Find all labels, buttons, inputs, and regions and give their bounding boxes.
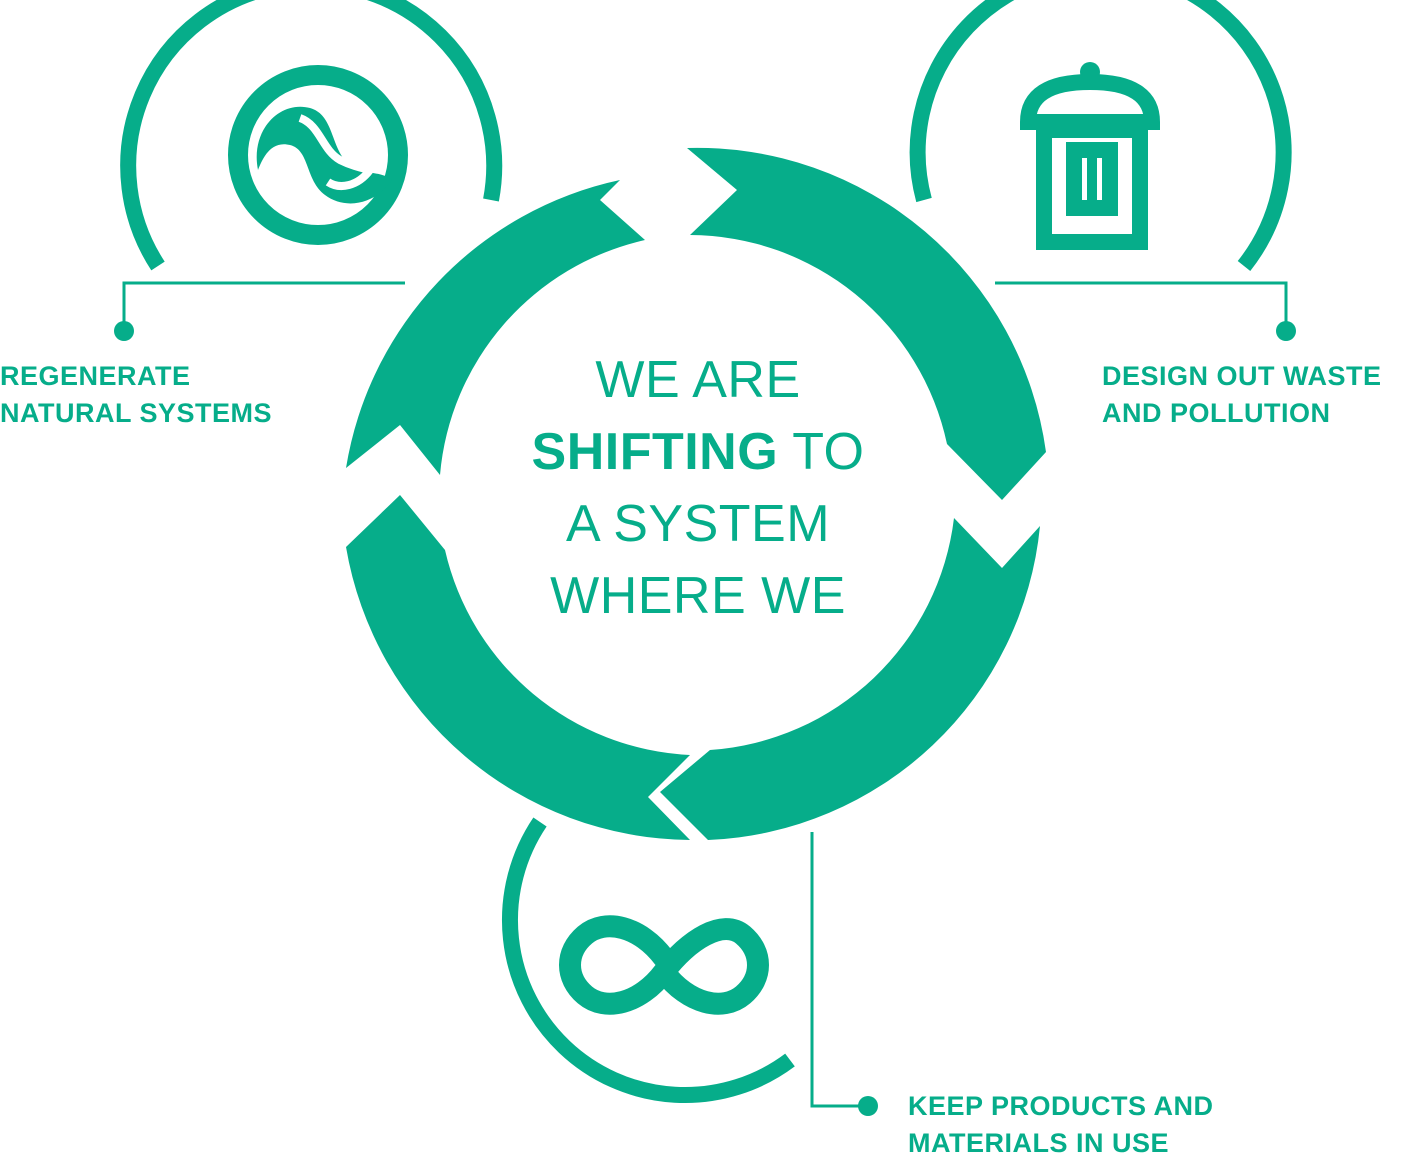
center-line-4: WHERE WE bbox=[550, 567, 846, 625]
center-line-2-bold: SHIFTING bbox=[531, 423, 779, 481]
center-statement: WE ARE SHIFTING TO A SYSTEM WHERE WE bbox=[448, 344, 948, 632]
design-out-connector-dot bbox=[1276, 321, 1296, 341]
regenerate-label-line-2: NATURAL SYSTEMS bbox=[0, 398, 273, 428]
cycle-arrow-bottom-right bbox=[660, 518, 1040, 840]
keep-products-connector-dot bbox=[858, 1096, 878, 1116]
design-out-connector bbox=[995, 281, 1288, 330]
regenerate-label-line-1: REGENERATE bbox=[0, 361, 191, 391]
design-out-arc bbox=[909, 0, 1292, 271]
design-out-label: DESIGN OUT WASTE AND POLLUTION bbox=[1102, 358, 1416, 432]
keep-products-label: KEEP PRODUCTS AND MATERIALS IN USE bbox=[908, 1088, 1214, 1162]
center-line-3: A SYSTEM bbox=[565, 495, 831, 553]
infinity-icon bbox=[559, 915, 769, 1015]
cycle-arrow-left bbox=[346, 180, 690, 840]
center-line-2: SHIFTING TO bbox=[448, 416, 948, 488]
yin-yang-wave-icon bbox=[228, 65, 408, 245]
keep-products-arc bbox=[502, 817, 795, 1103]
keep-products-label-line-1: KEEP PRODUCTS AND bbox=[908, 1091, 1214, 1121]
keep-products-connector bbox=[810, 832, 866, 1108]
center-line-2-rest: TO bbox=[778, 423, 865, 481]
regenerate-label: REGENERATE NATURAL SYSTEMS bbox=[0, 358, 272, 432]
center-line-1: WE ARE bbox=[595, 351, 801, 409]
regenerate-arc bbox=[120, 0, 503, 271]
regenerate-connector-dot bbox=[114, 321, 134, 341]
cycle-arrow-top-right bbox=[687, 147, 1046, 500]
trash-can-icon bbox=[1019, 62, 1161, 250]
regenerate-connector bbox=[122, 281, 405, 330]
design-out-label-line-1: DESIGN OUT WASTE bbox=[1102, 361, 1382, 391]
keep-products-label-line-2: MATERIALS IN USE bbox=[908, 1128, 1170, 1158]
design-out-label-line-2: AND POLLUTION bbox=[1102, 398, 1331, 428]
